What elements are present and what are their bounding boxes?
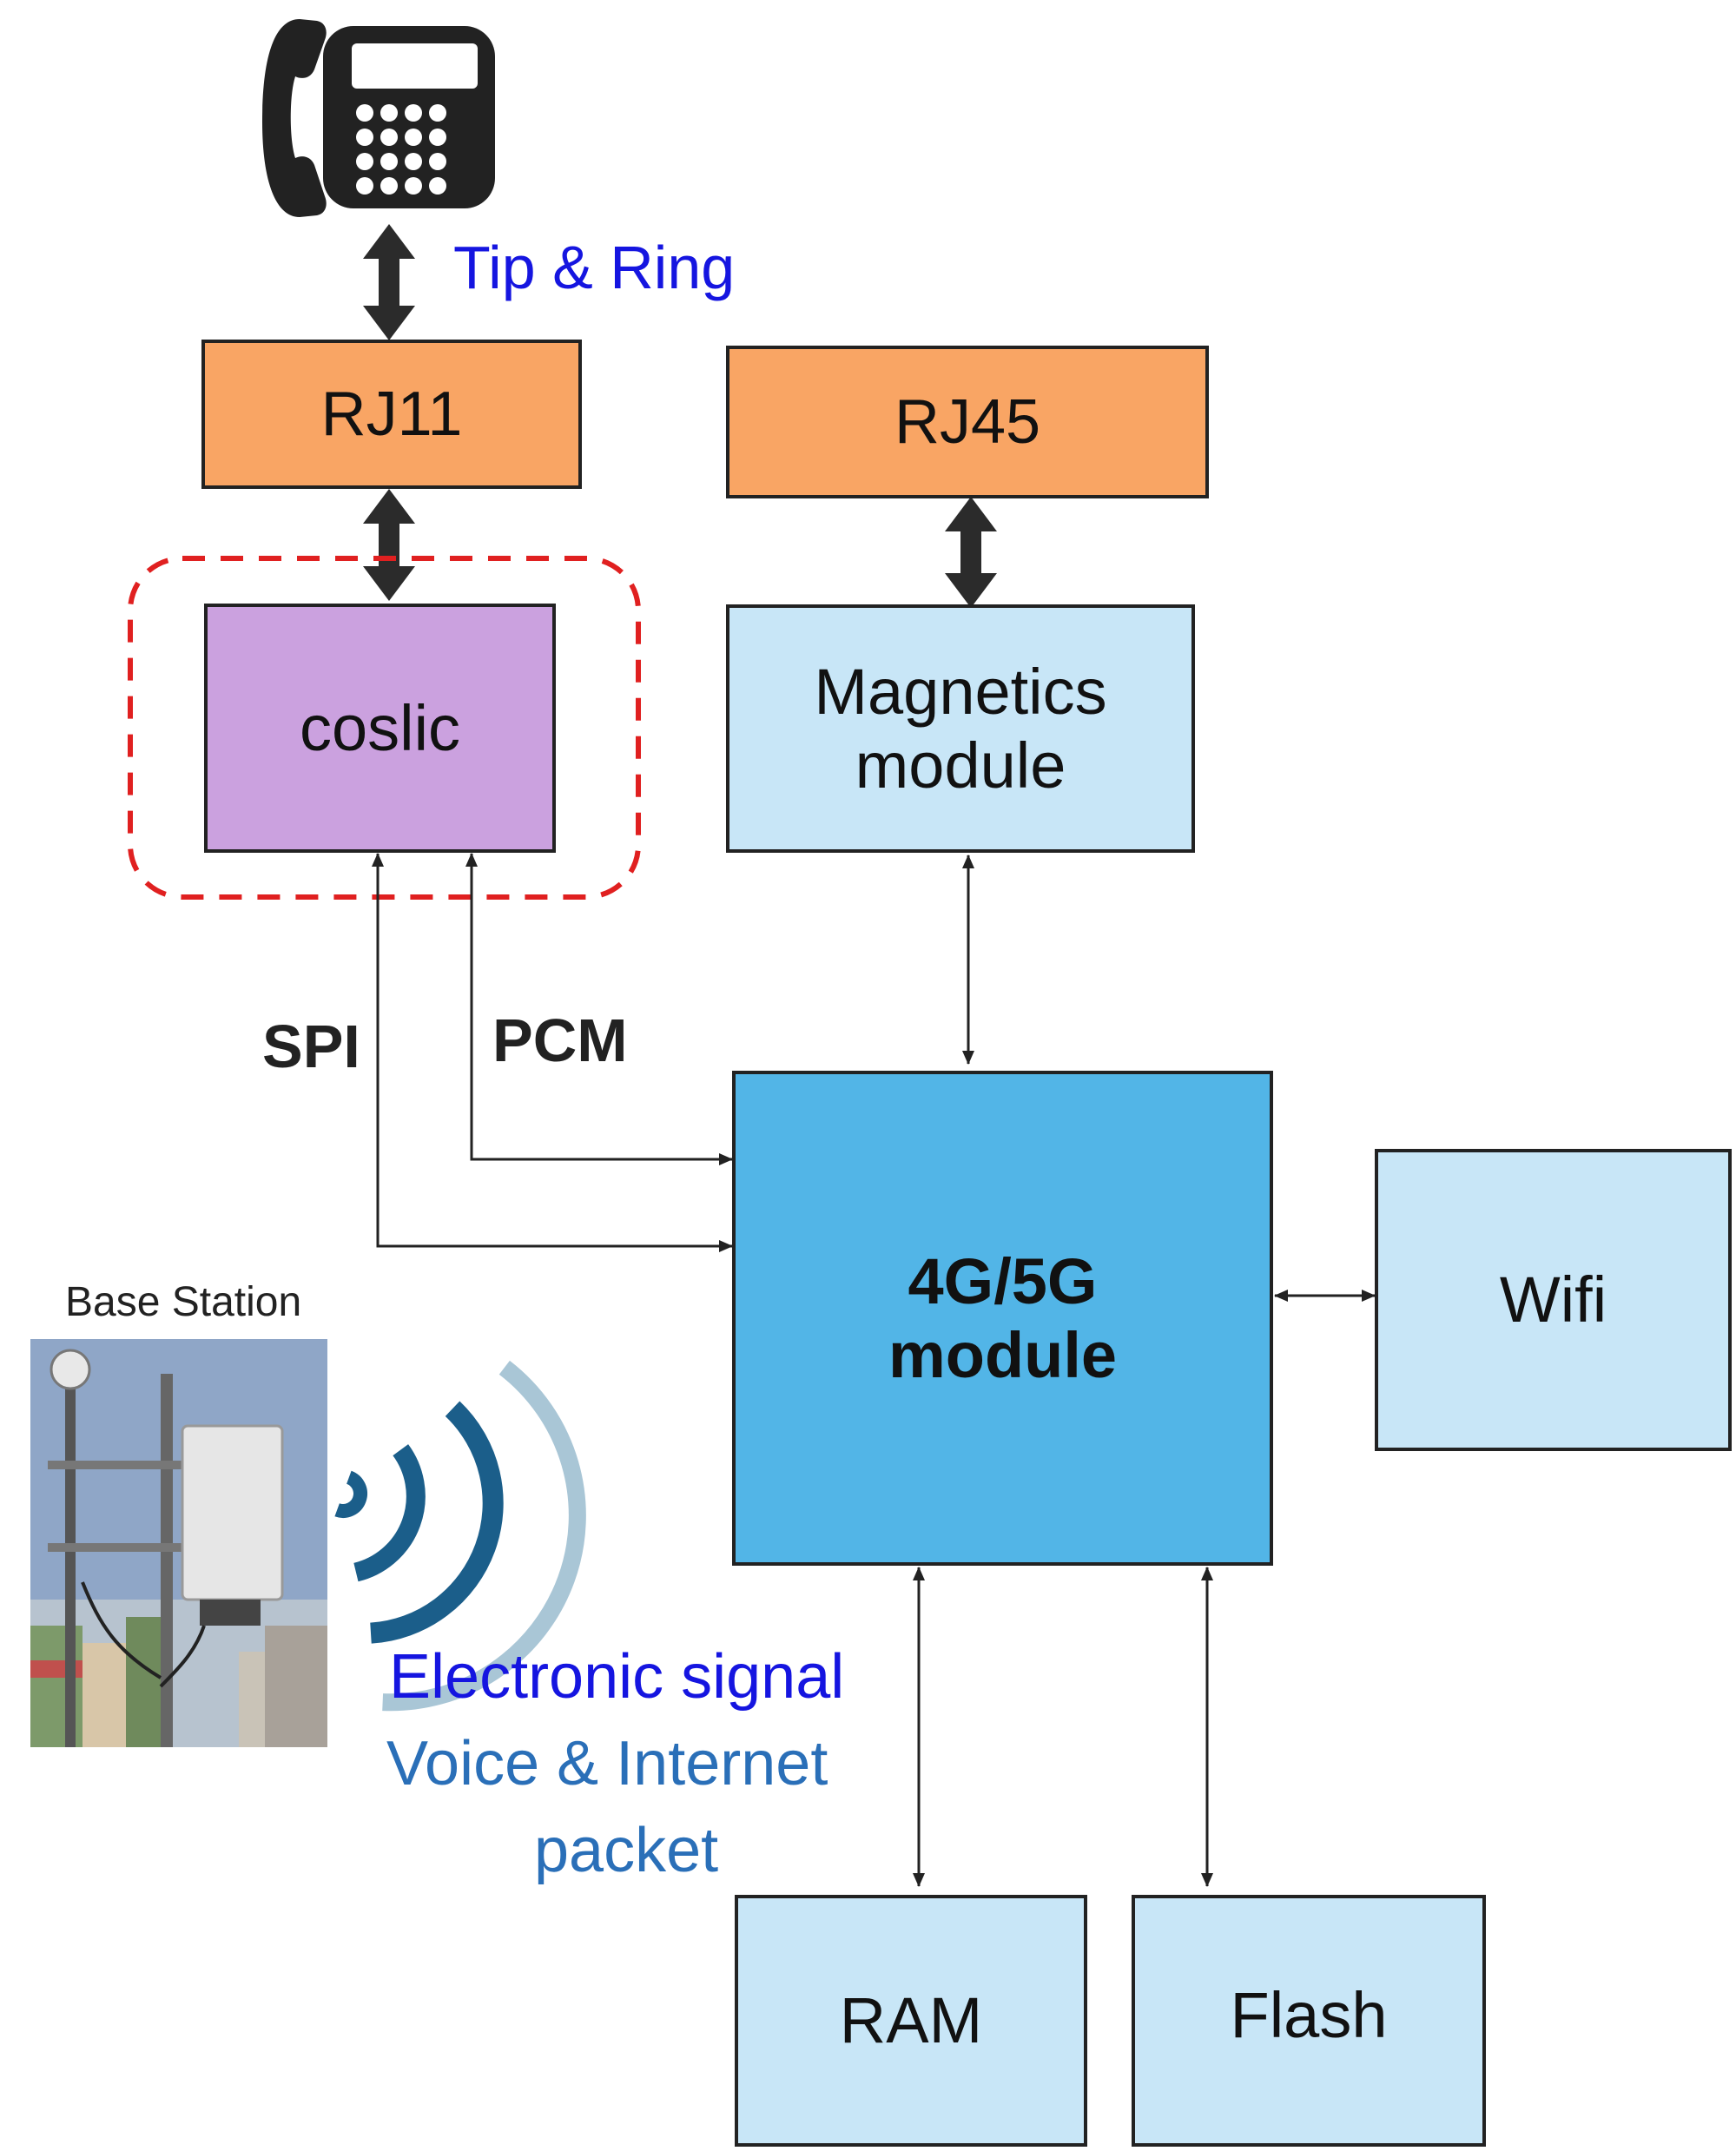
4g-5g-module-block: 4G/5G module xyxy=(732,1071,1273,1566)
magnetics-label-line1: Magnetics xyxy=(814,655,1107,728)
pcm-label: PCM xyxy=(492,1006,628,1074)
telephone-icon xyxy=(262,19,495,217)
signal-text-line2: Voice & Internet xyxy=(386,1729,828,1798)
wifi-label: Wifi xyxy=(1499,1264,1607,1336)
magnetics-module-block: Magnetics module xyxy=(726,604,1195,853)
signal-text-line3: packet xyxy=(534,1816,719,1885)
rj45-block: RJ45 xyxy=(726,346,1209,498)
module-label-line1: 4G/5G xyxy=(908,1244,1098,1317)
rj11-label: RJ11 xyxy=(320,379,463,449)
flash-label: Flash xyxy=(1230,1979,1388,2052)
base-station-photo xyxy=(30,1339,327,1747)
magnetics-label-line2: module xyxy=(855,729,1066,802)
rj11-coslic-thick-arrow xyxy=(363,489,415,601)
rj11-block: RJ11 xyxy=(201,340,582,489)
wifi-block: Wifi xyxy=(1375,1149,1732,1451)
signal-text-line1: Electronic signal xyxy=(389,1642,845,1712)
ram-block: RAM xyxy=(735,1895,1087,2147)
wireless-signal-icon xyxy=(334,1360,586,1712)
spi-label: SPI xyxy=(262,1013,360,1080)
module-label-line2: module xyxy=(888,1319,1118,1391)
flash-block: Flash xyxy=(1132,1895,1486,2147)
rj45-label: RJ45 xyxy=(894,386,1041,457)
rj45-magnetics-thick-arrow xyxy=(945,497,997,608)
tip-ring-label: Tip & Ring xyxy=(453,234,736,301)
base-station-label: Base Station xyxy=(65,1279,302,1325)
coslic-label: coslic xyxy=(299,691,461,764)
phone-rj11-thick-arrow xyxy=(363,224,415,340)
spi-connector xyxy=(372,853,733,1252)
coslic-block: coslic xyxy=(204,604,556,853)
ram-label: RAM xyxy=(839,1984,983,2057)
